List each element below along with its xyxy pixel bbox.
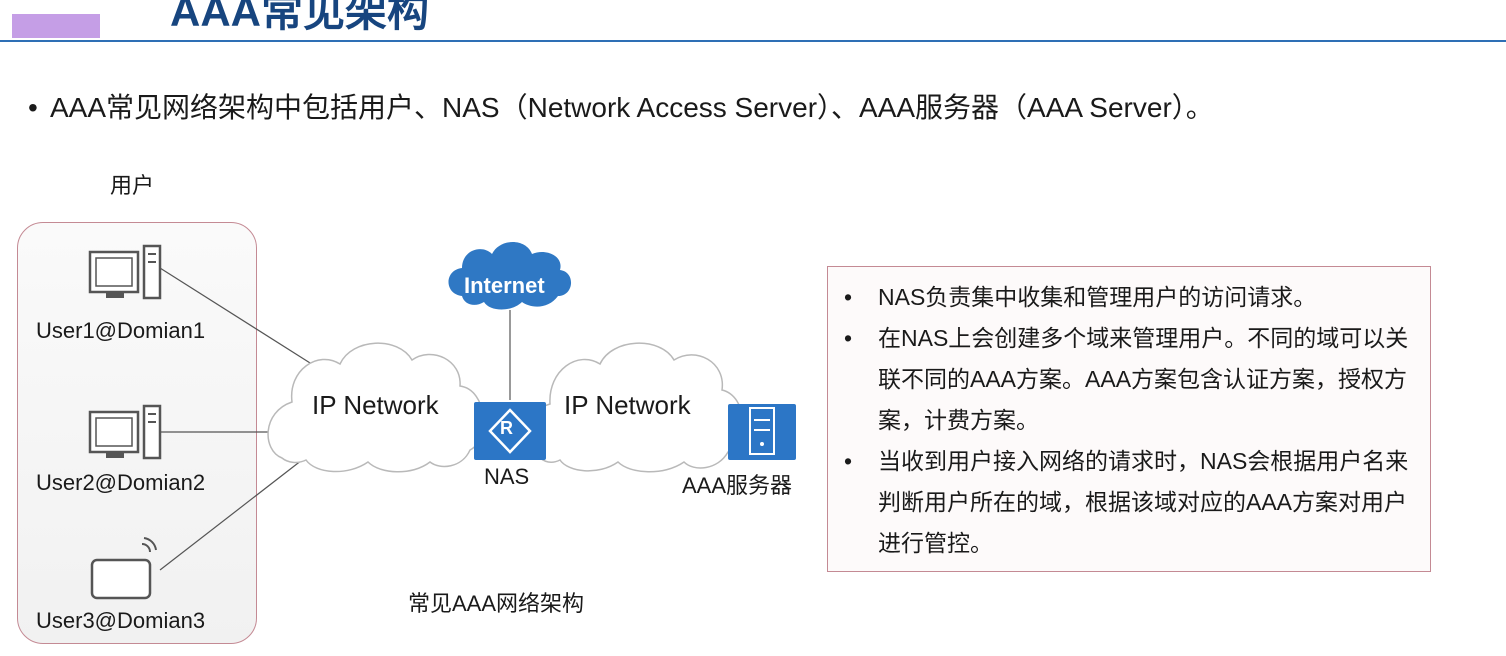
connection-lines <box>159 267 511 571</box>
ip-network-cloud-right <box>525 342 744 473</box>
users-title: 用户 <box>110 173 155 198</box>
router-letter: R <box>500 418 513 438</box>
internet-cloud-icon <box>448 242 572 310</box>
slide-title: AAA常见架构 <box>170 0 429 35</box>
bullet-icon: • <box>844 448 853 474</box>
internet-label: Internet <box>464 273 545 298</box>
bullet-icon: • <box>28 92 38 123</box>
title-bar: AAA常见架构 <box>0 0 1506 42</box>
user3-label: User3@Domian3 <box>36 608 206 633</box>
link-user1-network <box>159 267 319 369</box>
diagram-graphics <box>88 242 796 600</box>
note-text: 当收到用户接入网络的请求时，NAS会根据用户名来判断用户所在的域，根据该域对应的… <box>878 448 1409 556</box>
note-item: • NAS负责集中收集和管理用户的访问请求。 <box>838 277 1410 318</box>
intro-text: AAA常见网络架构中包括用户、NAS（Network Access Server… <box>50 92 1214 123</box>
diagram-caption: 常见AAA网络架构 <box>408 591 585 616</box>
bullet-icon: • <box>844 284 853 310</box>
ip-network-left-label: IP Network <box>312 390 439 420</box>
nas-label: NAS <box>484 464 530 489</box>
bullet-icon: • <box>844 325 853 351</box>
title-accent <box>12 14 100 38</box>
aaa-server-icon <box>728 404 796 460</box>
notes-box: • NAS负责集中收集和管理用户的访问请求。 • 在NAS上会创建多个域来管理用户。… <box>827 266 1431 572</box>
ip-network-cloud-left <box>267 342 485 473</box>
aaa-architecture-diagram: 用户 <box>0 150 820 656</box>
link-user3-network <box>159 459 303 571</box>
user1-pc-icon <box>88 244 162 300</box>
aaa-server-label: AAA服务器 <box>682 473 793 498</box>
notes-list: • NAS负责集中收集和管理用户的访问请求。 • 在NAS上会创建多个域来管理用户。… <box>838 277 1410 564</box>
intro-bullet: • AAA常见网络架构中包括用户、NAS（Network Access Serve… <box>28 86 1214 126</box>
user1-label: User1@Domian1 <box>36 318 206 343</box>
nas-router-icon <box>474 402 546 460</box>
ip-network-right-label: IP Network <box>564 390 691 420</box>
user2-pc-icon <box>88 404 162 460</box>
user3-tablet-icon <box>90 537 157 600</box>
user2-label: User2@Domian2 <box>36 470 206 495</box>
note-item: • 在NAS上会创建多个域来管理用户。不同的域可以关联不同的AAA方案。AAA方案… <box>838 318 1410 441</box>
note-text: NAS负责集中收集和管理用户的访问请求。 <box>878 284 1317 310</box>
note-text: 在NAS上会创建多个域来管理用户。不同的域可以关联不同的AAA方案。AAA方案包… <box>878 325 1409 433</box>
note-item: • 当收到用户接入网络的请求时，NAS会根据用户名来判断用户所在的域，根据该域对应… <box>838 441 1410 564</box>
